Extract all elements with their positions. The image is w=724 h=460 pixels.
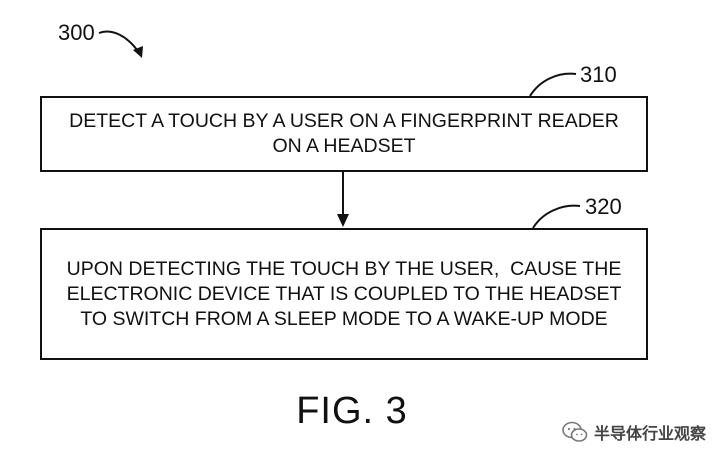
step-320-line-1: UPON DETECTING THE TOUCH BY THE USER, CA… bbox=[66, 257, 622, 280]
step-310-line-2: ON A HEADSET bbox=[272, 135, 416, 157]
watermark: 半导体行业观察 bbox=[562, 420, 706, 444]
step-310-line-1: DETECT A TOUCH BY A USER ON A FINGERPRIN… bbox=[69, 110, 619, 132]
watermark-text: 半导体行业观察 bbox=[593, 424, 706, 443]
step-310-leader bbox=[529, 72, 577, 97]
step-320-text: UPON DETECTING THE TOUCH BY THE USER, CA… bbox=[49, 257, 639, 332]
step-box-320: UPON DETECTING THE TOUCH BY THE USER, CA… bbox=[40, 228, 648, 360]
figure-reference-number: 300 bbox=[58, 20, 95, 45]
step-box-310: DETECT A TOUCH BY A USER ON A FINGERPRIN… bbox=[40, 96, 648, 172]
step-310-text: DETECT A TOUCH BY A USER ON A FINGERPRIN… bbox=[49, 109, 639, 159]
wechat-icon bbox=[562, 421, 588, 442]
step-320-line-2: ELECTRONIC DEVICE THAT IS COUPLED TO THE… bbox=[66, 282, 622, 305]
figure-label: FIG. 3 bbox=[296, 390, 408, 432]
step-reference-320: 320 bbox=[585, 194, 622, 219]
figure-reference-arrowhead bbox=[133, 46, 143, 58]
step-320-leader bbox=[532, 204, 581, 229]
step-reference-310: 310 bbox=[580, 62, 617, 87]
step-320-line-3: TO SWITCH FROM A SLEEP MODE TO A WAKE-UP… bbox=[80, 307, 608, 330]
flow-arrowhead bbox=[337, 214, 349, 227]
